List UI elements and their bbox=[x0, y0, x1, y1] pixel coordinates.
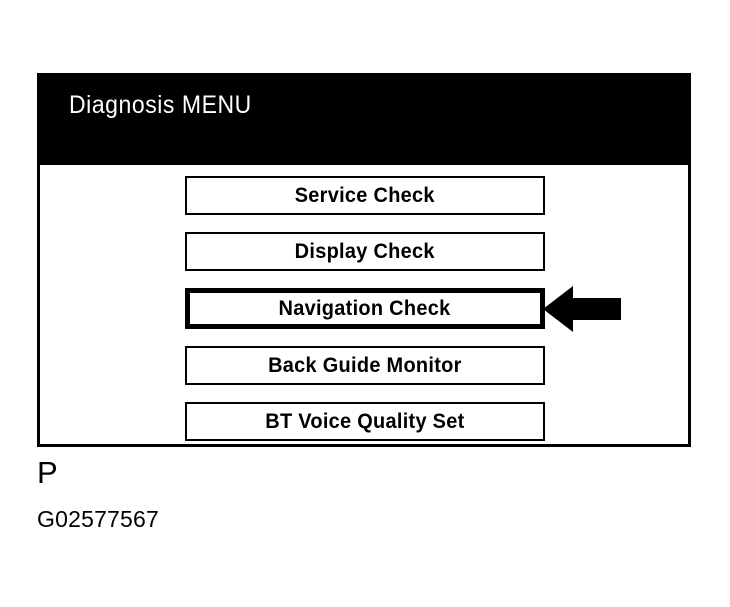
figure-code: G02577567 bbox=[37, 506, 160, 532]
diagnosis-menu-panel: Diagnosis MENU Service Check Display Che… bbox=[37, 73, 691, 447]
menu-button-navigation-check[interactable]: Navigation Check bbox=[185, 288, 545, 329]
menu-button-label: Navigation Check bbox=[279, 296, 451, 320]
menu-list: Service Check Display Check Navigation C… bbox=[185, 176, 547, 441]
page-marker: P bbox=[37, 455, 58, 490]
menu-button-label: BT Voice Quality Set bbox=[265, 409, 465, 433]
menu-button-back-guide-monitor[interactable]: Back Guide Monitor bbox=[185, 346, 545, 385]
menu-button-label: Display Check bbox=[294, 239, 436, 263]
menu-button-service-check[interactable]: Service Check bbox=[185, 176, 545, 215]
page-title: Diagnosis MENU bbox=[69, 91, 252, 119]
menu-button-label: Service Check bbox=[294, 183, 436, 207]
menu-button-label: Back Guide Monitor bbox=[268, 353, 462, 377]
menu-button-display-check[interactable]: Display Check bbox=[185, 232, 545, 271]
menu-button-bt-voice-quality-set[interactable]: BT Voice Quality Set bbox=[185, 402, 545, 441]
title-bar: Diagnosis MENU bbox=[40, 76, 688, 165]
